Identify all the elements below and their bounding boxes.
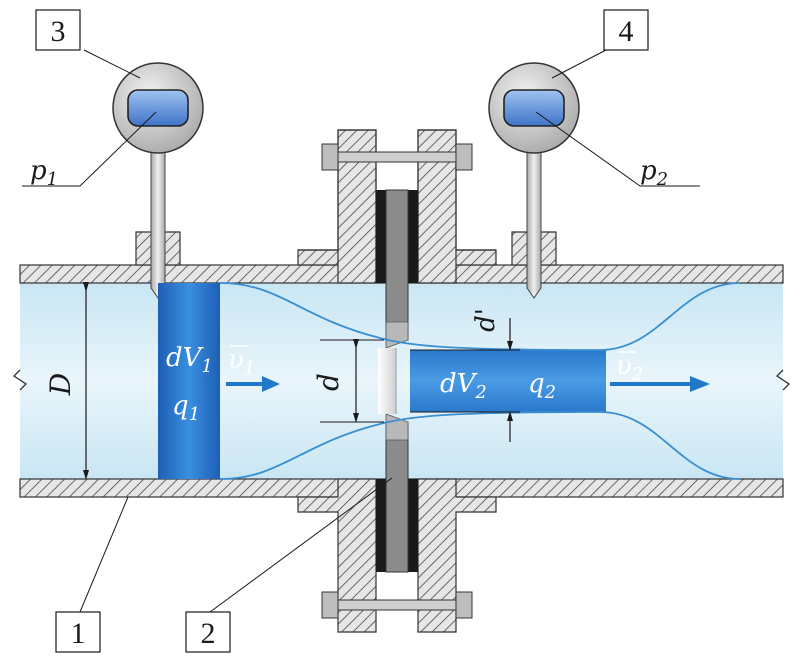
leader-1	[79, 496, 129, 613]
velocity-arrow-1	[226, 376, 280, 392]
orifice-plate-bottom	[385, 421, 409, 573]
label-v2: υ2	[616, 351, 643, 385]
streamline-top	[219, 282, 741, 351]
leader-4	[551, 49, 607, 79]
orifice-bore	[378, 348, 396, 414]
leader-2	[209, 477, 393, 613]
fluid-element-1	[158, 283, 220, 479]
flange-right-top-outline	[417, 129, 496, 283]
callout-box-1	[55, 611, 101, 653]
label-dV2: dV2	[440, 369, 487, 403]
gasket-bottom-right	[408, 479, 418, 572]
orifice-plate-top	[385, 189, 409, 341]
label-q1: q1	[172, 391, 200, 425]
pipe-break-right	[775, 369, 791, 391]
pipe-break-left	[12, 369, 28, 391]
gasket-bottom	[376, 479, 386, 572]
callout-number-2: 2	[201, 617, 216, 650]
pressure-gauge-downstream	[488, 62, 580, 154]
label-d: d	[312, 373, 345, 391]
label-p2: p2	[640, 156, 668, 190]
callout-box-3	[35, 9, 81, 51]
label-D: D	[44, 373, 77, 396]
callout-number-3: 3	[51, 15, 66, 48]
gasket-top-right	[408, 190, 418, 283]
leader-p1	[22, 111, 157, 187]
bolt-bottom	[321, 591, 473, 619]
gasket-top	[376, 190, 386, 283]
fluid-element-2	[410, 350, 606, 412]
callout-number-4: 4	[619, 15, 634, 48]
label-dprime: d'	[471, 308, 501, 332]
callout-box-2	[185, 611, 231, 653]
bolt-top	[321, 143, 473, 171]
label-v1: υ1	[228, 345, 255, 379]
label-dV1: dV1	[166, 343, 213, 377]
label-q2: q2	[528, 369, 556, 403]
streamline-bottom	[219, 411, 741, 480]
pressure-gauge-upstream	[112, 62, 204, 154]
flange-right-bottom	[417, 478, 497, 633]
label-p1: p1	[30, 156, 58, 190]
callout-box-4	[603, 9, 649, 51]
leader-3	[83, 49, 141, 79]
callout-number-1: 1	[71, 617, 86, 650]
gauge-stem-left	[150, 139, 166, 299]
leader-p2	[535, 111, 700, 187]
velocity-arrow-2	[610, 376, 710, 392]
flange-left-top-outline	[298, 129, 377, 283]
gauge-stem-right	[526, 139, 542, 299]
